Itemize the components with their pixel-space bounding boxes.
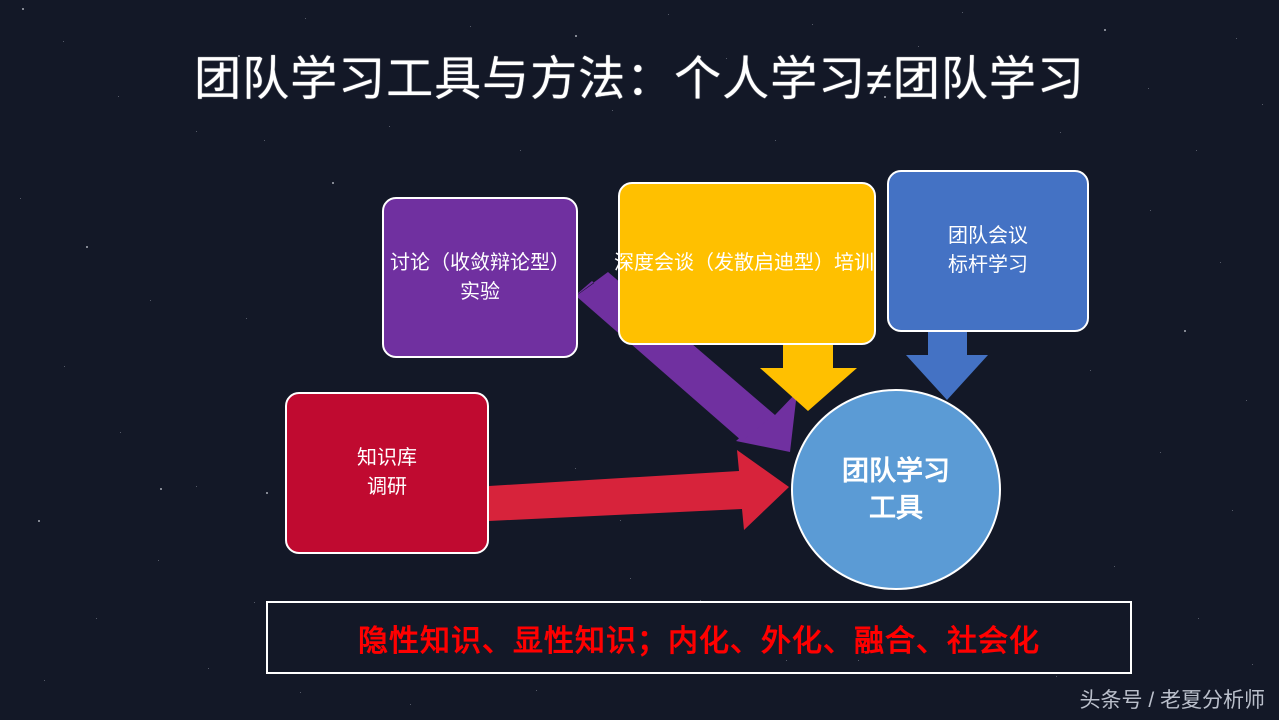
star-dot [208, 668, 209, 669]
star-dot [63, 41, 64, 42]
star-dot [1252, 664, 1253, 665]
star-dot [410, 704, 411, 705]
node-meeting-line2: 标杆学习 [948, 254, 1028, 276]
center-node-team-learning-tools[interactable]: 团队学习 工具 [791, 389, 1001, 590]
node-dialogue-label: 深度会谈（发散启迪型）培训 [614, 252, 874, 274]
yellow-arrow-shape [760, 335, 857, 411]
star-dot [620, 520, 621, 521]
node-meeting-line1: 团队会议 [948, 225, 1028, 247]
star-dot [160, 488, 162, 490]
star-dot [700, 600, 701, 601]
star-dot [96, 618, 97, 619]
star-dot [305, 18, 306, 19]
star-dot [120, 432, 121, 433]
star-dot [1104, 29, 1106, 31]
star-dot [1008, 72, 1009, 73]
bottom-banner-text: 隐性知识、显性知识；内化、外化、融合、社会化 [358, 624, 1040, 658]
star-dot [266, 492, 268, 494]
node-knowledge[interactable]: 知识库 调研 [285, 392, 489, 554]
blue-arrow-shape [906, 325, 988, 400]
star-dot [1148, 88, 1149, 89]
star-dot [332, 182, 334, 184]
star-dot [118, 96, 119, 97]
star-dot [1246, 400, 1247, 401]
star-dot [630, 578, 631, 579]
star-dot [918, 46, 919, 47]
node-meeting-label: 团队会议 标杆学习 [942, 222, 1034, 280]
star-dot [536, 690, 537, 691]
star-dot [1114, 566, 1115, 567]
page-title: 团队学习工具与方法：个人学习≠团队学习 [194, 52, 1085, 105]
center-node-line2: 工具 [869, 492, 923, 523]
star-dot [1198, 618, 1199, 619]
star-dot [1232, 510, 1233, 511]
star-dot [575, 468, 576, 469]
star-dot [44, 680, 45, 681]
star-dot [389, 126, 390, 127]
star-dot [20, 198, 21, 199]
star-dot [1184, 330, 1186, 332]
bottom-banner: 隐性知识、显性知识；内化、外化、融合、社会化 [266, 601, 1132, 674]
star-dot [884, 96, 886, 98]
star-dot [196, 131, 197, 132]
star-dot [775, 140, 776, 141]
star-dot [786, 660, 787, 661]
star-dot [196, 486, 197, 487]
star-dot [64, 366, 65, 367]
node-discussion-label: 讨论（收敛辩论型）实验 [390, 251, 570, 303]
star-dot [726, 58, 727, 59]
star-dot [158, 560, 159, 561]
star-dot [1150, 210, 1151, 211]
node-discussion[interactable]: 讨论（收敛辩论型）实验 [382, 197, 578, 358]
star-dot [962, 12, 963, 13]
star-dot [150, 300, 151, 301]
star-dot [812, 24, 813, 25]
watermark: 头条号 / 老夏分析师 [1079, 689, 1265, 712]
star-dot [22, 8, 24, 10]
star-dot [668, 14, 669, 15]
node-meeting[interactable]: 团队会议 标杆学习 [887, 170, 1089, 332]
center-node-line1: 团队学习 [842, 456, 950, 487]
star-dot [1090, 370, 1091, 371]
star-dot [86, 246, 88, 248]
star-dot [254, 602, 255, 603]
star-dot [470, 26, 471, 27]
star-dot [1236, 38, 1237, 39]
star-dot [38, 520, 40, 522]
star-dot [858, 660, 859, 661]
star-dot [1196, 150, 1197, 151]
red-arrow-shape [489, 450, 789, 530]
star-dot [238, 55, 240, 57]
node-dialogue[interactable]: 深度会谈（发散启迪型）培训 [614, 182, 876, 345]
star-dot [575, 35, 577, 37]
node-knowledge-line2: 调研 [367, 476, 407, 498]
star-dot [520, 150, 521, 151]
star-dot [1220, 262, 1221, 263]
node-knowledge-label: 知识库 调研 [351, 444, 423, 502]
star-dot [300, 692, 301, 693]
star-dot [1060, 132, 1061, 133]
star-dot [264, 140, 265, 141]
node-knowledge-line1: 知识库 [357, 447, 417, 469]
center-node-label: 团队学习 工具 [842, 453, 950, 526]
star-dot [612, 110, 613, 111]
star-dot [1056, 676, 1057, 677]
star-dot [412, 63, 413, 64]
star-dot [246, 318, 247, 319]
star-dot [1262, 104, 1263, 105]
star-dot [1160, 452, 1161, 453]
